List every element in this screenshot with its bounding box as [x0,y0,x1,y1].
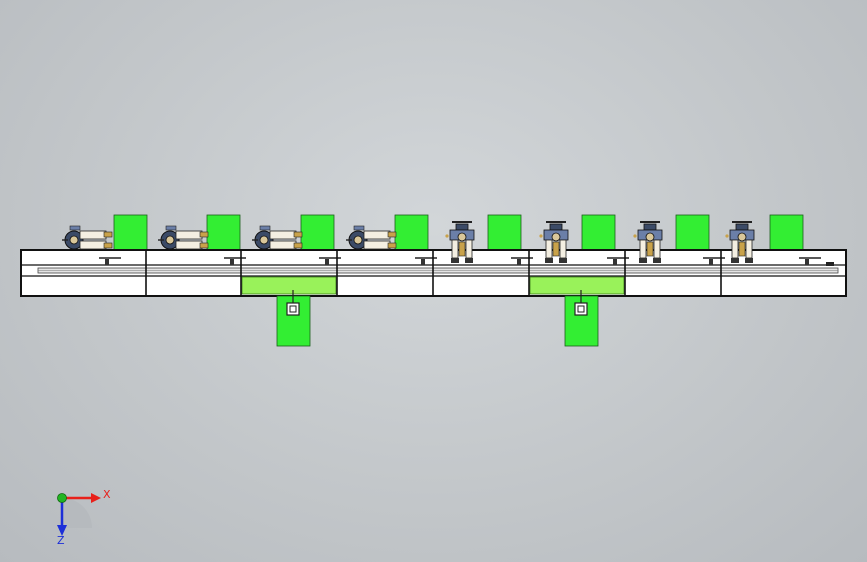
robot-motor [259,225,271,231]
robot-hub [457,232,467,242]
robot-arm-upper [79,230,107,240]
tool-holder-inner-1 [289,305,297,313]
tool-holder-2 [574,302,588,316]
robot-head [455,223,469,231]
robot-sensor [633,234,637,238]
highlighted-pad-3 [241,276,337,295]
robot-hub [259,235,269,245]
robot-hub [165,235,175,245]
robot-spine [458,241,466,257]
tool-holder-1 [286,302,300,316]
robot-leg-left [639,239,647,259]
robot-hub [551,232,561,242]
robot-1 [62,225,113,250]
robot-foot-right [653,258,661,263]
conveyor-line[interactable] [20,214,847,347]
tool-holder-inner-2 [577,305,585,313]
robot-leg-left [731,239,739,259]
robot-foot-right [559,258,567,263]
robot-foot-right [745,258,753,263]
robot-arm-lower [175,240,203,250]
robot-6 [539,221,569,263]
robot-arm-lower [363,240,391,250]
robot-spine [552,241,560,257]
robot-tool-lower [103,242,113,249]
robot-hub [353,235,363,245]
fixture-clamp-7 [709,259,713,265]
robot-leg-left [545,239,553,259]
robot-8 [725,221,755,263]
robot-leg-left [451,239,459,259]
robot-hub [645,232,655,242]
robot-leg-right [465,239,473,259]
robot-sensor [725,234,729,238]
robot-tool-upper [199,231,209,238]
robot-sensor [539,234,543,238]
robot-leg-right [653,239,661,259]
robot-foot-right [465,258,473,263]
y-axis-dot [57,493,67,503]
robot-7 [633,221,663,263]
robot-motor [69,225,81,231]
robot-tool-upper [103,231,113,238]
robot-tool-lower [293,242,303,249]
robot-spine [738,241,746,257]
robot-arm-lower [269,240,297,250]
robot-foot-left [451,258,459,263]
robot-foot-left [731,258,739,263]
z-axis-label: Z [57,534,65,547]
fixture-clamp-8 [805,259,809,265]
robot-2 [158,225,209,250]
fixture-clamp-5 [517,259,521,265]
robot-foot-left [545,258,553,263]
z-axis-arrow [57,525,67,536]
triad-shadow [62,498,92,528]
robot-arm-lower [79,240,107,250]
robot-tool-upper [293,231,303,238]
robot-5 [445,221,475,263]
x-axis-arrow [91,493,101,503]
rail-end-stop [826,262,834,266]
robot-hub [69,235,79,245]
robot-spine [646,241,654,257]
robot-4 [346,225,397,250]
robot-tool-lower [199,242,209,249]
robot-motor [353,225,365,231]
highlighted-pad-6 [529,276,625,295]
robot-leg-right [559,239,567,259]
robot-head [643,223,657,231]
robot-head [549,223,563,231]
fixture-clamp-3 [325,259,329,265]
robot-arm-upper [269,230,297,240]
robot-sensor [445,234,449,238]
robot-tool-lower [387,242,397,249]
robot-leg-right [745,239,753,259]
robot-3 [252,225,303,250]
robot-motor [165,225,177,231]
robot-head [735,223,749,231]
x-axis-label: X [103,488,111,501]
fixture-clamp-1 [105,259,109,265]
view-orientation-triad[interactable]: X Z [57,488,111,547]
robot-arm-upper [175,230,203,240]
robot-arm-upper [363,230,391,240]
fixture-clamp-4 [421,259,425,265]
fixture-clamp-2 [230,259,234,265]
robot-foot-left [639,258,647,263]
robot-hub [737,232,747,242]
fixture-clamp-6 [613,259,617,265]
robot-tool-upper [387,231,397,238]
